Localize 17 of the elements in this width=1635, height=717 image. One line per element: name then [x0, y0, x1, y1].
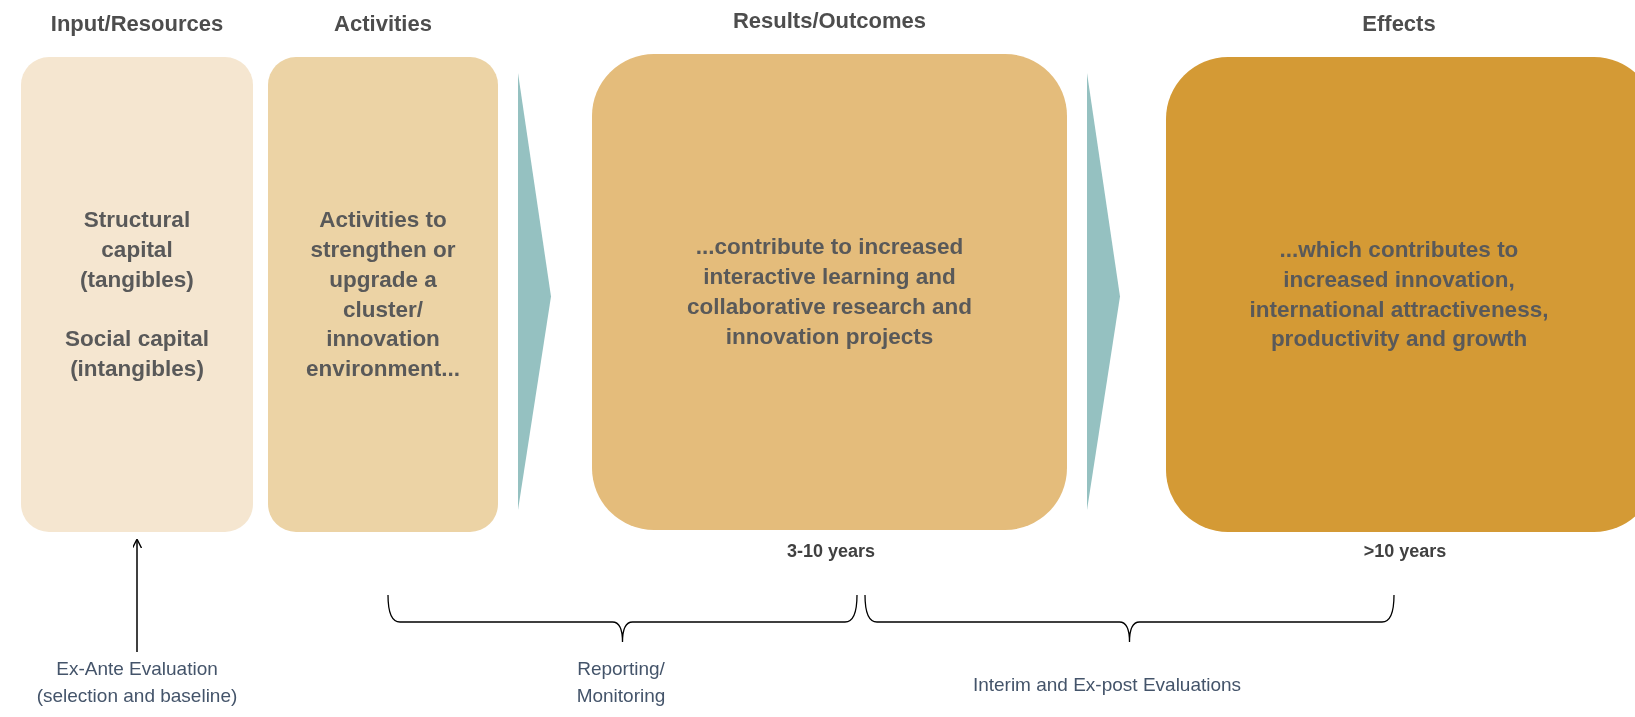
arrow: [131, 538, 143, 653]
column-heading: Input/Resources: [49, 11, 225, 37]
duration-text: >10 years: [1363, 541, 1447, 562]
phase-label: Interim and Ex-post Evaluations: [971, 673, 1243, 697]
box-text: ...contribute to increased interactive learning and collaborative research and innovation projects: [685, 233, 974, 351]
box-text: ...which contributes to increased innovation, international attractiveness, productivity and growth: [1248, 235, 1550, 354]
chevron-arrow: [518, 73, 551, 510]
column-heading: Results/Outcomes: [731, 8, 928, 34]
duration-text: 3-10 years: [786, 541, 876, 562]
chevron-arrow: [1087, 73, 1120, 510]
box-text: Structural capital (tangibles): [79, 205, 195, 294]
box-text: Activities to strengthen or upgrade a cluster/ innovation environment...: [305, 205, 461, 384]
box-text: Social capital (intangibles): [64, 325, 210, 384]
column-heading: Activities: [333, 11, 433, 37]
column-heading: Effects: [1361, 11, 1437, 37]
phase-label: Reporting/ Monitoring: [575, 657, 667, 708]
evaluation-text: Ex-Ante Evaluation (selection and baseline): [35, 657, 239, 708]
